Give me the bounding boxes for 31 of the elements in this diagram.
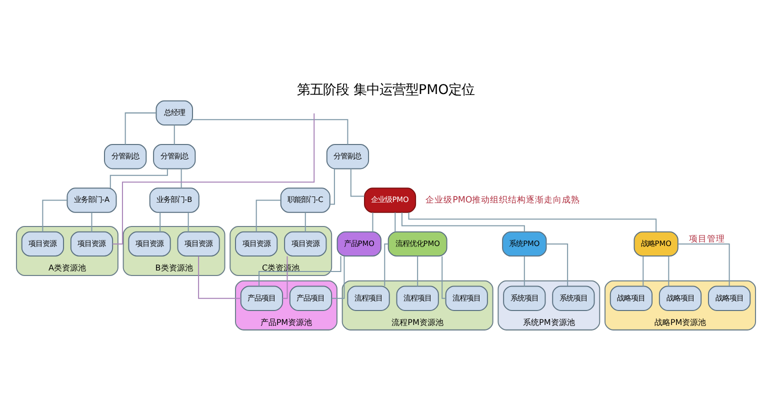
connector	[350, 168, 364, 197]
connector	[678, 243, 730, 286]
connector	[91, 212, 92, 232]
connector	[188, 212, 189, 232]
connector	[180, 168, 182, 188]
connector	[546, 243, 568, 286]
connector	[401, 212, 525, 232]
connector	[124, 112, 156, 144]
label: 企业级PMO推动组织结构逐渐走向成熟	[426, 196, 580, 206]
connector	[282, 256, 288, 299]
connector	[110, 168, 168, 188]
connector	[642, 256, 644, 286]
connector	[304, 212, 306, 232]
connector	[668, 256, 670, 286]
connector	[258, 256, 342, 286]
diagram-title: 第五阶段 集中运营型PMO定位	[297, 83, 475, 98]
connector	[198, 256, 241, 299]
connector	[417, 256, 418, 286]
connector	[160, 212, 161, 232]
connector	[524, 256, 525, 286]
edge-label: 项目管理	[689, 234, 726, 245]
connector	[330, 168, 335, 205]
connector	[384, 243, 388, 286]
connector	[332, 256, 345, 299]
connector	[174, 125, 175, 144]
connector	[394, 212, 396, 232]
connector	[372, 212, 374, 232]
connector	[192, 119, 348, 144]
connector	[112, 113, 315, 244]
connector	[42, 200, 67, 232]
connector	[256, 200, 281, 232]
